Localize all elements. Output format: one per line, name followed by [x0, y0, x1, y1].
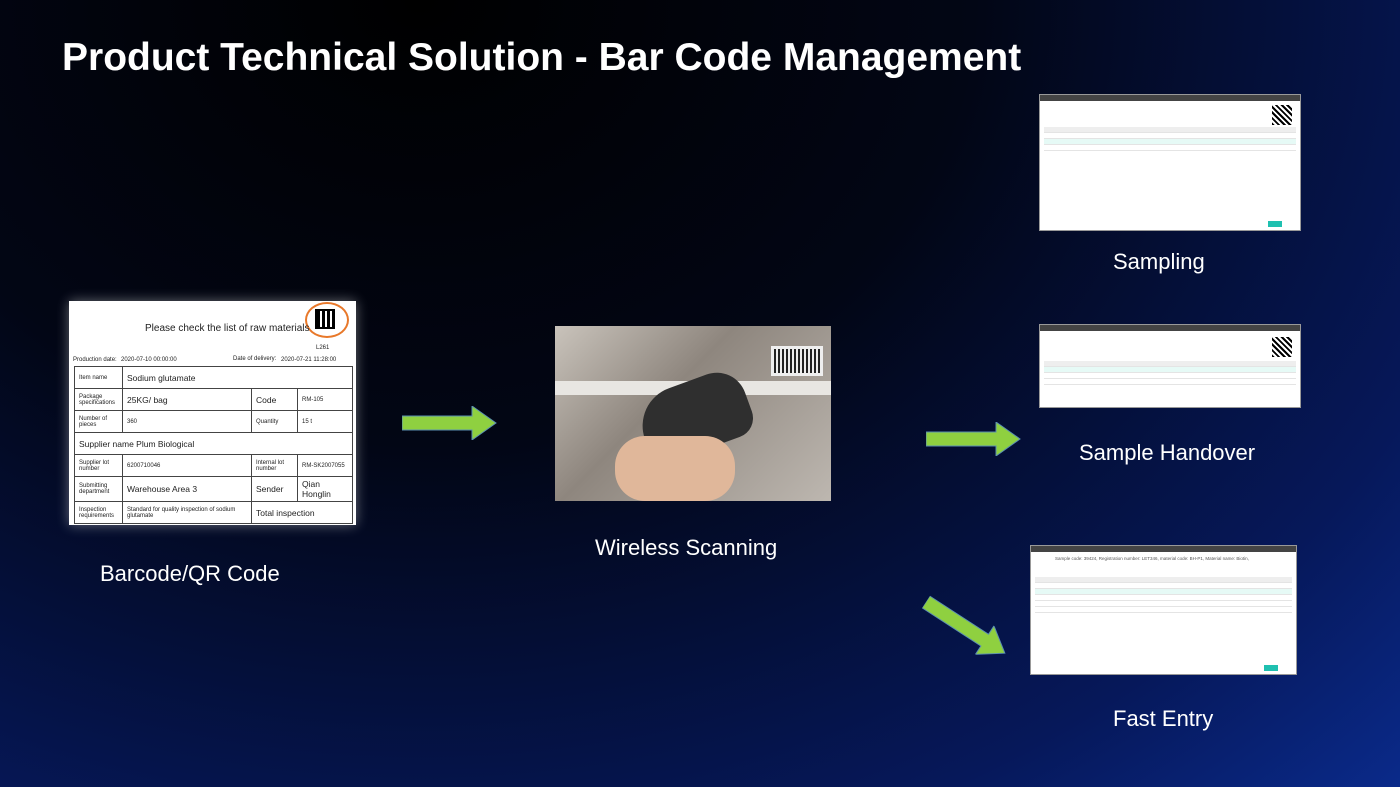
pieces: 360 [122, 410, 252, 433]
label: Production date: [73, 357, 117, 363]
label: Item name [74, 366, 123, 389]
arrow-down-right-icon [921, 595, 1006, 655]
caption-sampling: Sampling [1113, 249, 1205, 274]
handover-screenshot [1039, 324, 1301, 408]
supplier: Supplier name Plum Biological [74, 432, 353, 455]
label: Sender [250, 476, 298, 502]
label: Package specifications [74, 388, 123, 411]
caption-handover: Sample Handover [1079, 440, 1256, 465]
caption-scanning: Wireless Scanning [595, 535, 778, 560]
raw-material-form: Please check the list of raw materials L… [69, 301, 356, 525]
code: RM-105 [296, 388, 354, 411]
item-name: Sodium glutamate [122, 366, 353, 389]
arrow-right-icon [402, 406, 497, 440]
fast-entry-header: Sample code: 39424, Registration number:… [1055, 556, 1249, 561]
label: Date of delivery: [233, 356, 277, 362]
scanner-photo [555, 326, 831, 501]
supplier-lot: 6200710046 [122, 454, 252, 477]
qr-code-icon [315, 309, 335, 329]
slide-title: Product Technical Solution - Bar Code Ma… [62, 36, 1022, 79]
sender: Qian Honglin [296, 476, 354, 502]
label: Number of pieces [74, 410, 123, 433]
qr-code-icon [1272, 337, 1292, 357]
insp-std: Standard for quality inspection of sodiu… [122, 501, 252, 524]
qr-code-icon [1272, 105, 1292, 125]
delivery-date: 2020-07-21 11:28:00 [281, 357, 337, 363]
barcode-label [771, 346, 823, 376]
production-date: 2020-07-10 00:00:00 [121, 357, 177, 363]
form-heading: Please check the list of raw materials [145, 323, 310, 334]
package: 25KG/ bag [122, 388, 252, 411]
qr-highlight-circle [305, 302, 349, 338]
insp: Total inspection [250, 501, 354, 524]
caption-barcode: Barcode/QR Code [100, 561, 280, 586]
caption-fast-entry: Fast Entry [1113, 706, 1214, 731]
internal-lot: RM-SK2007055 [296, 454, 354, 477]
arrow-up-right-icon [945, 219, 1007, 253]
label: Code [250, 388, 298, 411]
hand [615, 436, 735, 501]
fast-entry-screenshot: Sample code: 39424, Registration number:… [1030, 545, 1297, 675]
label: Submitting department [74, 476, 123, 502]
label: Quantity [250, 410, 298, 433]
label: Supplier lot number [74, 454, 123, 477]
label: Inspection requirements [74, 501, 123, 524]
dept: Warehouse Area 3 [122, 476, 252, 502]
arrow-right-icon [926, 422, 1021, 456]
quantity: 15 t [296, 410, 354, 433]
sampling-screenshot [1039, 94, 1301, 231]
form-code-id: L261 [316, 345, 330, 351]
label: Internal lot number [250, 454, 298, 477]
